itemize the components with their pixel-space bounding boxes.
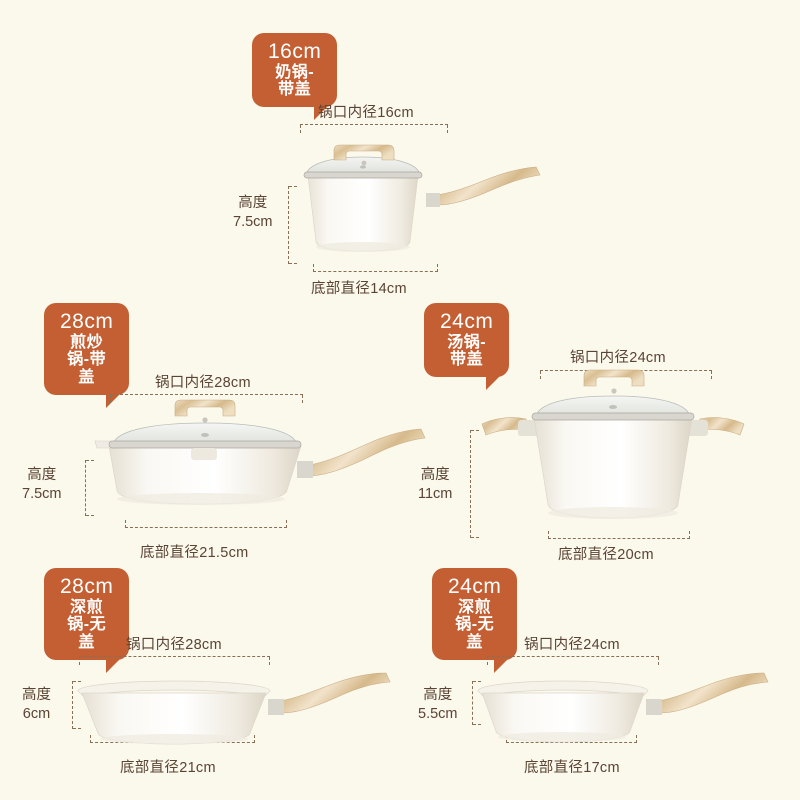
badge-deep-pan-24[interactable]: 24cm 深煎锅-无盖 xyxy=(432,568,518,674)
badge-size: 16cm xyxy=(268,40,322,63)
badge-tail-icon xyxy=(494,658,510,674)
height-word: 高度 xyxy=(22,687,51,703)
rim-bracket xyxy=(487,656,659,665)
pot-handle-icon xyxy=(657,672,769,714)
height-word: 高度 xyxy=(238,195,268,211)
height-bracket xyxy=(72,681,81,729)
badge-soup-pot-24[interactable]: 24cm 汤锅-带盖 xyxy=(424,303,510,391)
badge-size: 28cm xyxy=(60,310,114,333)
lid-knob-icon xyxy=(174,399,236,417)
height-value: 7.5cm xyxy=(22,486,62,503)
deep-pan-28-illustration xyxy=(72,672,392,755)
badge-tail-icon xyxy=(486,375,502,391)
base-label: 底部直径20cm xyxy=(558,547,654,563)
lid-knob-icon xyxy=(583,369,645,387)
badge-milk-pot-16[interactable]: 16cm 奶锅-带盖 xyxy=(252,33,338,121)
wok-illustration xyxy=(94,398,435,528)
rim-label: 锅口内径16cm xyxy=(318,105,414,121)
base-bracket xyxy=(313,264,438,272)
base-label: 底部直径21.5cm xyxy=(140,545,249,561)
height-word: 高度 xyxy=(420,467,450,483)
badge-tail-icon xyxy=(314,105,330,121)
rim-bracket xyxy=(300,124,448,133)
pot-handle-icon xyxy=(435,166,541,206)
rim-bracket xyxy=(110,394,303,403)
rim-bracket xyxy=(79,656,270,665)
pot-handle-icon xyxy=(279,672,391,714)
base-label: 底部直径21cm xyxy=(120,760,216,776)
height-label: 高度 7.5cm xyxy=(233,194,273,232)
badge-name: 汤锅-带盖 xyxy=(447,333,487,369)
height-bracket xyxy=(472,681,481,725)
milk-pot-illustration xyxy=(300,143,550,268)
base-label: 底部直径17cm xyxy=(524,760,620,776)
badge-name: 奶锅-带盖 xyxy=(275,63,315,99)
rim-label: 锅口内径24cm xyxy=(524,637,620,653)
pot-handle-icon xyxy=(308,428,426,477)
badge-name: 煎炒锅-带盖 xyxy=(67,333,107,387)
badge-deep-pan-28[interactable]: 28cm 深煎锅-无盖 xyxy=(44,568,130,674)
badge-tail-icon xyxy=(106,658,122,674)
height-value: 7.5cm xyxy=(233,214,273,231)
height-value: 6cm xyxy=(22,706,51,723)
base-label: 底部直径14cm xyxy=(311,281,407,297)
height-bracket xyxy=(288,186,297,264)
height-label: 高度 5.5cm xyxy=(418,686,458,724)
height-value: 5.5cm xyxy=(418,706,458,723)
height-label: 高度 11cm xyxy=(418,466,452,504)
badge-size: 24cm xyxy=(440,310,494,333)
rim-label: 锅口内径24cm xyxy=(570,350,666,366)
badge-wok-28[interactable]: 28cm 煎炒锅-带盖 xyxy=(44,303,130,409)
base-bracket xyxy=(125,520,287,528)
height-bracket xyxy=(85,460,94,516)
rim-label: 锅口内径28cm xyxy=(155,375,251,391)
badge-name: 深煎锅-无盖 xyxy=(455,598,495,652)
badge-name: 深煎锅-无盖 xyxy=(67,598,107,652)
soup-pot-illustration xyxy=(478,369,748,538)
rim-label: 锅口内径28cm xyxy=(126,637,222,653)
height-value: 11cm xyxy=(418,486,453,503)
height-word: 高度 xyxy=(27,467,57,483)
height-bracket xyxy=(470,430,479,538)
height-word: 高度 xyxy=(423,687,453,703)
height-label: 高度 7.5cm xyxy=(22,466,62,504)
deep-pan-24-illustration xyxy=(472,672,782,755)
base-bracket xyxy=(548,531,690,539)
height-label: 高度 6cm xyxy=(22,686,51,724)
badge-size: 28cm xyxy=(60,575,114,598)
lid-knob-icon xyxy=(333,144,395,161)
badge-size: 24cm xyxy=(448,575,502,598)
